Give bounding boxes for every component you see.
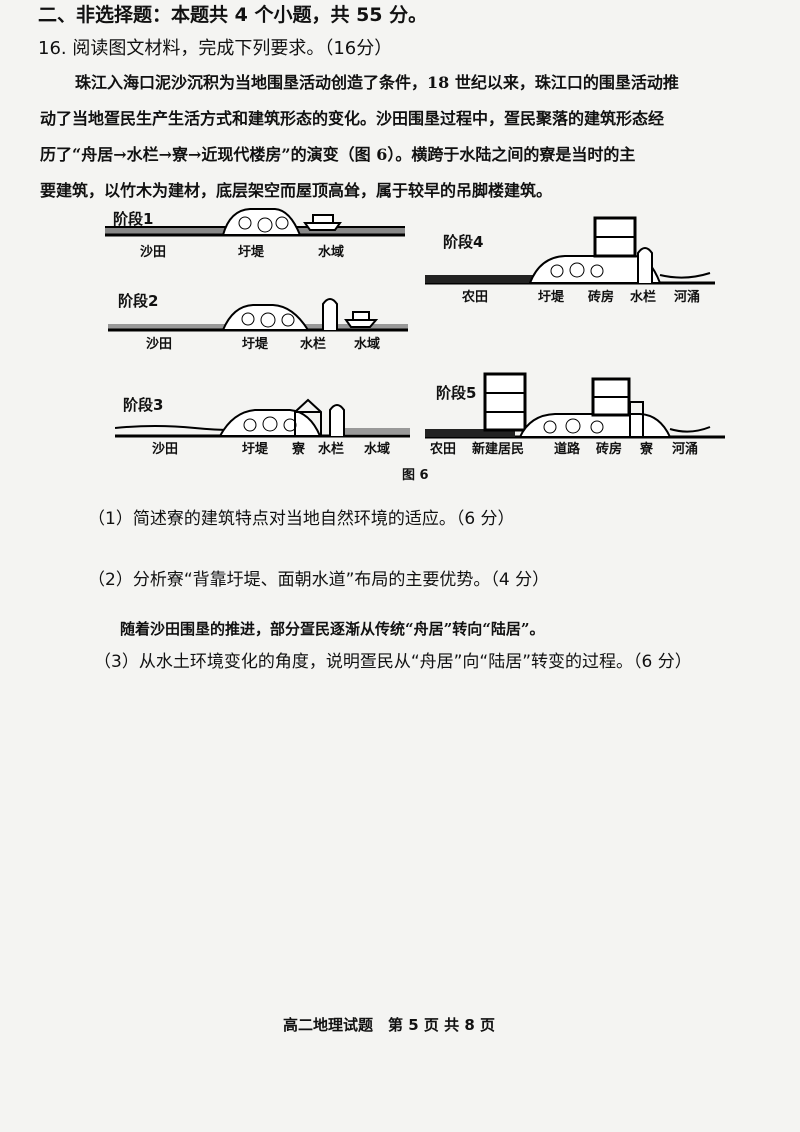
stilt-house-icon [322, 298, 338, 330]
stage-5-diagram [425, 372, 725, 439]
stage-label: 圩堤 [242, 442, 269, 457]
stage-label: 水域 [318, 245, 345, 260]
material-line: 历了“舟居→水栏→寮→近现代楼房”的演变（图 6）。横跨于水陆之间的寮是当时的主 [40, 145, 636, 164]
section-title: 二、非选择题：本题共 4 个小题，共 55 分。 [38, 4, 428, 26]
stage-label: 水域 [354, 337, 381, 352]
material-line: 动了当地疍民生产生活方式和建筑形态的变化。沙田围垦过程中，疍民聚落的建筑形态经 [40, 109, 665, 128]
stage-label: 水域 [364, 442, 391, 457]
stage-3-title: 阶段3 [123, 396, 164, 414]
question-title: 16. 阅读图文材料，完成下列要求。（16分） [38, 38, 393, 59]
stage-label: 水栏 [318, 442, 345, 457]
liao-house-icon [629, 401, 644, 437]
new-residence-icon [483, 372, 527, 432]
stage-label: 道路 [554, 442, 581, 457]
stage-label: 圩堤 [238, 245, 265, 260]
sub-question-1: （1）简述寮的建筑特点对当地自然环境的适应。（6 分） [88, 509, 515, 529]
stilt-house-icon [329, 404, 345, 436]
stage-label: 水栏 [630, 290, 657, 305]
page-footer: 高二地理试题 第 5 页 共 8 页 [283, 1016, 495, 1034]
liao-house-icon [294, 398, 322, 436]
stage-label: 新建居民 [472, 442, 525, 457]
stage-2-diagram [108, 298, 408, 332]
stage-label: 砖房 [588, 290, 615, 305]
sub-question-2: （2）分析寮“背靠圩堤、面朝水道”布局的主要优势。（4 分） [88, 570, 550, 590]
stage-3-diagram [115, 398, 410, 438]
stage-label: 圩堤 [538, 290, 565, 305]
stage-label: 沙田 [140, 245, 167, 260]
stage-label: 寮 [640, 442, 654, 457]
stage-label: 农田 [462, 290, 489, 305]
stage-1-diagram [105, 208, 405, 237]
stage-label: 农田 [430, 442, 457, 457]
stage-1-title: 阶段1 [113, 210, 154, 228]
stage-label: 河涌 [674, 290, 701, 305]
dike-icon [218, 409, 322, 437]
extra-material: 随着沙田围垦的推进，部分疍民逐渐从传统“舟居”转向“陆居”。 [120, 620, 545, 638]
dike-icon [518, 413, 672, 438]
stilt-house-icon [637, 247, 653, 283]
stage-label: 寮 [292, 442, 306, 457]
stage-label: 沙田 [146, 337, 173, 352]
stage-label: 沙田 [152, 442, 179, 457]
stage-4-diagram [425, 216, 715, 285]
material-line: 要建筑，以竹木为建材，底层架空而屋顶高耸，属于较早的吊脚楼建筑。 [40, 181, 553, 200]
figure-caption: 图 6 [402, 468, 429, 483]
stage-2-title: 阶段2 [118, 292, 159, 310]
sub-question-3: （3）从水土环境变化的角度，说明疍民从“舟居”向“陆居”转变的过程。（6 分） [94, 652, 692, 672]
boat-icon [344, 311, 379, 328]
material-line: 珠江入海口泥沙沉积为当地围垦活动创造了条件，18 世纪以来，珠江口的围垦活动推 [75, 73, 679, 92]
stage-5-title: 阶段5 [436, 384, 477, 402]
stage-label: 圩堤 [242, 337, 269, 352]
stage-label: 河涌 [672, 442, 699, 457]
boat-icon [303, 214, 342, 231]
stage-label: 砖房 [596, 442, 623, 457]
stage-4-title: 阶段4 [443, 233, 484, 251]
stage-label: 水栏 [300, 337, 327, 352]
